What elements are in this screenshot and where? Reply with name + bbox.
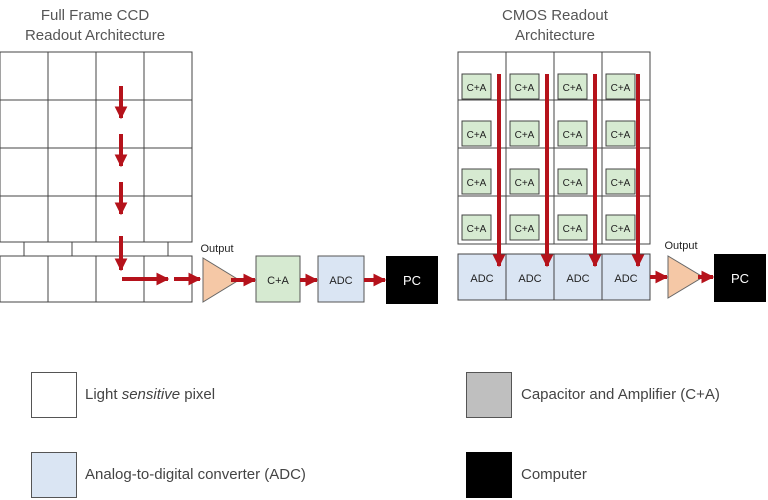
legend-pixel-pre: Light — [85, 386, 122, 403]
cmos-output-label: Output — [664, 240, 697, 252]
cmos-ca-label: C+A — [611, 83, 631, 94]
cmos-adc-label: ADC — [614, 273, 637, 285]
cmos-title: CMOS Readout Architecture — [470, 6, 640, 46]
ccd-adc-label: ADC — [329, 275, 352, 287]
legend-capacitor-swatch — [466, 372, 512, 418]
cmos-ca-r1-c1: C+A — [461, 73, 492, 100]
cmos-adc-label: ADC — [518, 273, 541, 285]
cmos-ca-label: C+A — [563, 178, 583, 189]
cmos-ca-boxes: C+A C+A C+A C+A C+A C+A C+A C+A C+A C+A … — [461, 73, 636, 241]
cmos-column-arrows — [492, 74, 645, 268]
cmos-ca-r1-c4: C+A — [605, 73, 636, 100]
legend-adc-label: Analog-to-digital converter (ADC) — [85, 466, 306, 483]
cmos-ca-label: C+A — [611, 224, 631, 235]
cmos-ca-label: C+A — [467, 83, 487, 94]
ccd-ca-label: C+A — [267, 275, 289, 287]
cmos-amplifier — [667, 255, 704, 299]
cmos-adc-label: ADC — [566, 273, 589, 285]
ccd-output-label: Output — [200, 243, 233, 255]
ccd-title-line1: Full Frame CCD — [40, 7, 150, 24]
ccd-amplifier — [202, 257, 240, 303]
legend-pixel-post: pixel — [180, 386, 216, 403]
cmos-ca-label: C+A — [515, 178, 535, 189]
readout-diagram: Output C+A ADC PC C+A C+A C+A C+A C+A C+… — [0, 51, 766, 304]
cmos-ca-r4-c2: C+A — [509, 214, 540, 241]
ccd-pc-box — [386, 256, 438, 304]
cmos-title-line1: CMOS Readout — [502, 7, 608, 24]
cmos-ca-r2-c4: C+A — [605, 120, 636, 147]
ccd-title-line2: Readout Architecture — [24, 27, 166, 44]
ccd-serial-connector — [0, 241, 192, 257]
cmos-pc-box — [714, 254, 766, 302]
legend-pixel-swatch — [31, 372, 77, 418]
cmos-ca-label: C+A — [563, 224, 583, 235]
cmos-ca-r4-c4: C+A — [605, 214, 636, 241]
ccd-ca-box — [255, 255, 301, 303]
cmos-ca-r3-c3: C+A — [557, 168, 588, 195]
cmos-ca-label: C+A — [515, 130, 535, 141]
cmos-ca-label: C+A — [467, 224, 487, 235]
cmos-ca-r2-c3: C+A — [557, 120, 588, 147]
legend-computer-label: Computer — [521, 466, 587, 483]
legend-computer-swatch — [466, 452, 512, 498]
legend-pixel-em: sensitive — [121, 386, 181, 403]
cmos-ca-label: C+A — [515, 224, 535, 235]
cmos-ca-r1-c2: C+A — [509, 73, 540, 100]
cmos-ca-r3-c2: C+A — [509, 168, 540, 195]
cmos-ca-r2-c1: C+A — [461, 120, 492, 147]
ccd-title: Full Frame CCD Readout Architecture — [10, 6, 180, 46]
cmos-pc-label: PC — [731, 271, 749, 286]
ccd-pixel-grid — [0, 51, 193, 243]
cmos-ca-r1-c3: C+A — [557, 73, 588, 100]
cmos-ca-label: C+A — [611, 178, 631, 189]
ccd-pc-label: PC — [403, 273, 421, 288]
cmos-ca-r3-c4: C+A — [605, 168, 636, 195]
legend-adc-swatch — [31, 452, 77, 498]
legend-pixel-label: Light sensitive pixel — [85, 386, 215, 403]
cmos-ca-label: C+A — [515, 83, 535, 94]
cmos-ca-label: C+A — [563, 83, 583, 94]
cmos-adc-label: ADC — [470, 273, 493, 285]
cmos-ca-label: C+A — [467, 130, 487, 141]
cmos-ca-r4-c1: C+A — [461, 214, 492, 241]
cmos-adc-col-4: ADC — [601, 253, 651, 301]
cmos-ca-r4-c3: C+A — [557, 214, 588, 241]
cmos-ca-r3-c1: C+A — [461, 168, 492, 195]
cmos-title-line2: Architecture — [514, 27, 596, 44]
cmos-ca-label: C+A — [611, 130, 631, 141]
cmos-ca-r2-c2: C+A — [509, 120, 540, 147]
cmos-ca-label: C+A — [563, 130, 583, 141]
cmos-column-adcs: ADC ADC ADC ADC — [457, 253, 651, 301]
cmos-ca-label: C+A — [467, 178, 487, 189]
legend-capacitor-label: Capacitor and Amplifier (C+A) — [521, 386, 720, 403]
